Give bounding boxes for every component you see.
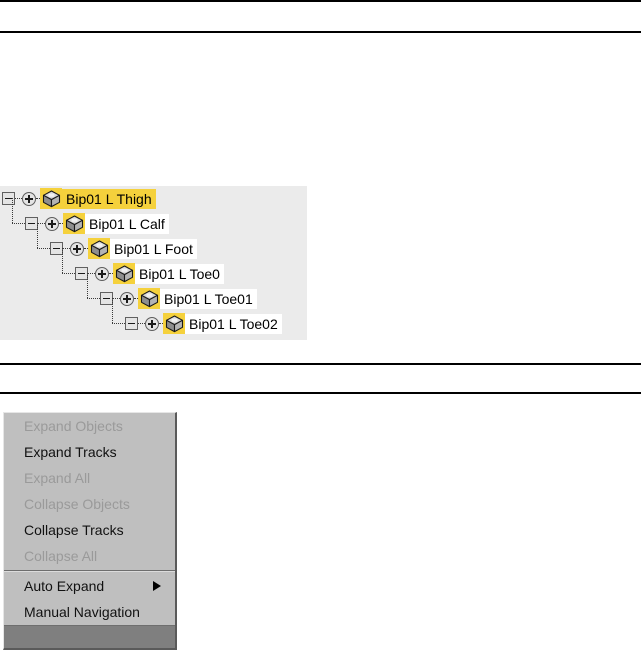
tree-node-label[interactable]: Bip01 L Calf	[85, 213, 169, 234]
tree-connector-dots	[134, 298, 138, 299]
menu-footer-strip	[4, 625, 175, 648]
tree-connector-dots	[59, 223, 63, 224]
cube-icon	[165, 314, 183, 332]
menu-item: Expand All	[24, 470, 91, 486]
tree-connector-dots	[109, 273, 113, 274]
menu-item[interactable]: Expand Tracks	[24, 444, 117, 460]
tree-node-row[interactable]: Bip01 L Toe02	[0, 298, 282, 336]
node-icon-slot[interactable]	[40, 188, 62, 209]
cube-icon	[140, 289, 158, 307]
rule-third	[0, 363, 641, 365]
rule-second	[0, 31, 641, 33]
tree-node-row[interactable]: Bip01 L Toe0	[0, 248, 224, 286]
node-icon-slot[interactable]	[88, 238, 110, 259]
tree-node-label[interactable]: Bip01 L Toe01	[160, 288, 257, 309]
menu-item: Collapse All	[24, 548, 98, 564]
tree-node-label[interactable]: Bip01 L Toe02	[185, 313, 282, 334]
tree-node-label[interactable]: Bip01 L Thigh	[62, 188, 156, 209]
rule-top	[0, 0, 641, 2]
tree-indent	[0, 286, 86, 311]
node-icon-slot[interactable]	[113, 263, 135, 284]
tree-connector-dots	[36, 198, 40, 199]
node-icon-slot[interactable]	[163, 313, 185, 334]
menu-item: Expand Objects	[24, 418, 123, 434]
node-icon-slot[interactable]	[138, 288, 160, 309]
menu-item[interactable]: Collapse Tracks	[24, 522, 124, 538]
cube-icon	[90, 239, 108, 257]
tree-connector-dots	[63, 248, 70, 249]
cube-icon	[65, 214, 83, 232]
menu-item: Collapse Objects	[24, 496, 130, 512]
tree-node-row[interactable]: Bip01 L Toe01	[0, 273, 257, 311]
tree-indent	[0, 211, 11, 236]
tree-connector-dots	[138, 323, 145, 324]
tree-node-label[interactable]: Bip01 L Foot	[110, 238, 197, 259]
tree-connector-dots	[38, 223, 45, 224]
tree-expand-toggle[interactable]	[145, 316, 159, 331]
rule-fourth	[0, 392, 641, 394]
tree-expand-toggle[interactable]	[22, 191, 36, 206]
tree-connector	[11, 198, 25, 236]
tree-indent	[0, 261, 61, 286]
tree-expand-toggle[interactable]	[95, 266, 109, 281]
menu-item[interactable]: Manual Navigation	[24, 604, 140, 620]
bone-hierarchy-tree[interactable]: Bip01 L Thigh Bip01 L Calf Bip01 L Foot …	[0, 186, 307, 340]
submenu-arrow-icon	[153, 581, 161, 591]
tree-connector	[111, 298, 125, 336]
tree-node-row[interactable]: Bip01 L Foot	[0, 223, 197, 261]
tree-node-label[interactable]: Bip01 L Toe0	[135, 263, 224, 284]
tree-connector-dots	[15, 198, 22, 199]
tree-connector	[36, 223, 50, 261]
tree-connector-dots	[113, 298, 120, 299]
tree-collapse-toggle[interactable]	[125, 317, 138, 330]
node-icon-slot[interactable]	[63, 213, 85, 234]
tree-connector	[86, 273, 100, 311]
tree-expand-toggle[interactable]	[70, 241, 84, 256]
tree-connector-dots	[88, 273, 95, 274]
tree-connector-dots	[84, 248, 88, 249]
tree-connector-dots	[159, 323, 163, 324]
tree-indent	[0, 236, 36, 261]
tree-node-row[interactable]: Bip01 L Thigh	[0, 186, 156, 211]
tree-connector	[61, 248, 75, 286]
tree-expand-toggle[interactable]	[45, 216, 59, 231]
cube-icon	[115, 264, 133, 282]
tree-collapse-toggle[interactable]	[2, 192, 15, 205]
menu-item[interactable]: Auto Expand	[4, 573, 175, 599]
menu-separator	[4, 570, 175, 572]
tree-indent	[0, 311, 111, 336]
tree-node-row[interactable]: Bip01 L Calf	[0, 198, 169, 236]
cube-icon	[42, 189, 60, 207]
tree-expand-toggle[interactable]	[120, 291, 134, 306]
